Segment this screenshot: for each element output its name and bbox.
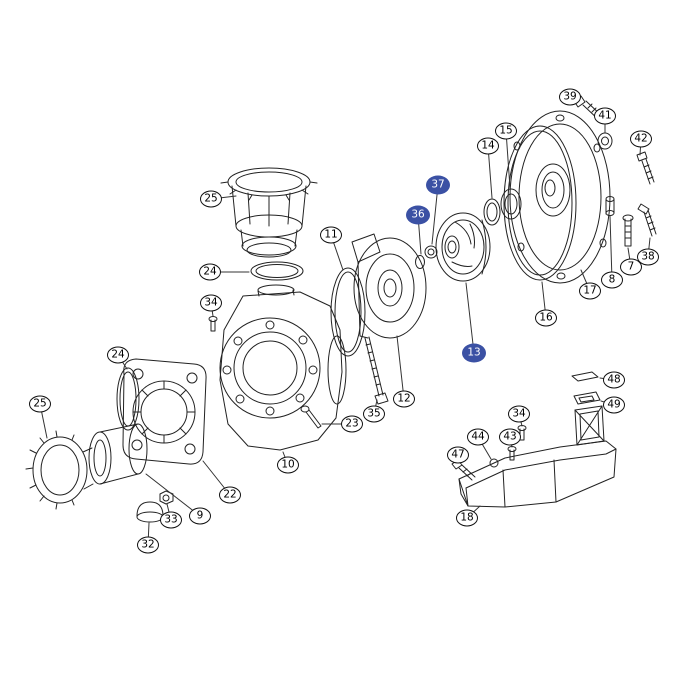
callout-38[interactable]: 38 (637, 248, 659, 266)
nut-33-part (159, 490, 174, 505)
callout-41[interactable]: 41 (594, 107, 616, 125)
callout-17[interactable]: 17 (579, 282, 601, 300)
screw-23-part (300, 405, 322, 429)
callout-25[interactable]: 25 (29, 395, 51, 413)
callout-49[interactable]: 49 (603, 396, 625, 414)
callout-42[interactable]: 42 (630, 130, 652, 148)
washer-14-part (483, 198, 501, 226)
screw-42-part (636, 151, 655, 185)
callout-13-highlighted[interactable]: 13 (462, 343, 486, 363)
bolt-7-part (622, 214, 634, 247)
callout-14[interactable]: 14 (477, 137, 499, 155)
gasket-16-part (503, 125, 577, 281)
callout-11[interactable]: 11 (320, 226, 342, 244)
union-nut-25-left-part (25, 430, 94, 510)
callout-39[interactable]: 39 (559, 88, 581, 106)
seal-36-37-part (415, 245, 438, 269)
callout-35[interactable]: 35 (363, 405, 385, 423)
seal-plate-12-part (351, 233, 427, 339)
leader-line-37-9 (431, 184, 439, 245)
callout-10[interactable]: 10 (277, 456, 299, 474)
callout-47[interactable]: 47 (447, 446, 469, 464)
callout-12[interactable]: 12 (393, 390, 415, 408)
tailpiece-9-part (88, 423, 148, 485)
callout-7[interactable]: 7 (620, 258, 642, 276)
callout-24[interactable]: 24 (107, 346, 129, 364)
leader-line-8-15 (609, 215, 613, 281)
impeller-part (435, 212, 491, 282)
callout-23[interactable]: 23 (341, 415, 363, 433)
callout-8[interactable]: 8 (601, 271, 623, 289)
callout-24[interactable]: 24 (199, 263, 221, 281)
pad-48-part (571, 371, 599, 382)
callout-9[interactable]: 9 (189, 507, 211, 525)
union-nut-top-part (220, 167, 318, 258)
callout-33[interactable]: 33 (160, 511, 182, 529)
motor-bracket-18-part (458, 405, 617, 508)
callout-32[interactable]: 32 (137, 536, 159, 554)
callout-18[interactable]: 18 (456, 509, 478, 527)
bolt-35-part (364, 336, 389, 405)
leader-line-15-12 (505, 130, 511, 189)
washer-44-part (489, 458, 499, 468)
callout-36-highlighted[interactable]: 36 (406, 205, 430, 225)
callout-43[interactable]: 43 (499, 428, 521, 446)
callout-22[interactable]: 22 (219, 486, 241, 504)
callout-48[interactable]: 48 (603, 371, 625, 389)
callout-25[interactable]: 25 (200, 190, 222, 208)
leader-line-14-11 (487, 145, 493, 199)
callout-44[interactable]: 44 (467, 428, 489, 446)
o-ring-11-part (330, 267, 366, 357)
leader-line-13-10 (465, 282, 475, 354)
screw-34-top-part (208, 316, 218, 332)
callout-16[interactable]: 16 (535, 309, 557, 327)
callout-34[interactable]: 34 (200, 294, 222, 312)
pad-49-part (573, 391, 601, 405)
flange-22-part (122, 358, 207, 465)
callout-15[interactable]: 15 (495, 122, 517, 140)
leader-line-12-7 (396, 335, 405, 400)
o-ring-24-top-part (250, 261, 304, 281)
pump-housing-part (219, 284, 347, 451)
leader-line-9-23 (145, 473, 201, 517)
callout-34[interactable]: 34 (508, 405, 530, 423)
callout-37-highlighted[interactable]: 37 (426, 175, 450, 195)
screw-38-part (637, 203, 657, 237)
